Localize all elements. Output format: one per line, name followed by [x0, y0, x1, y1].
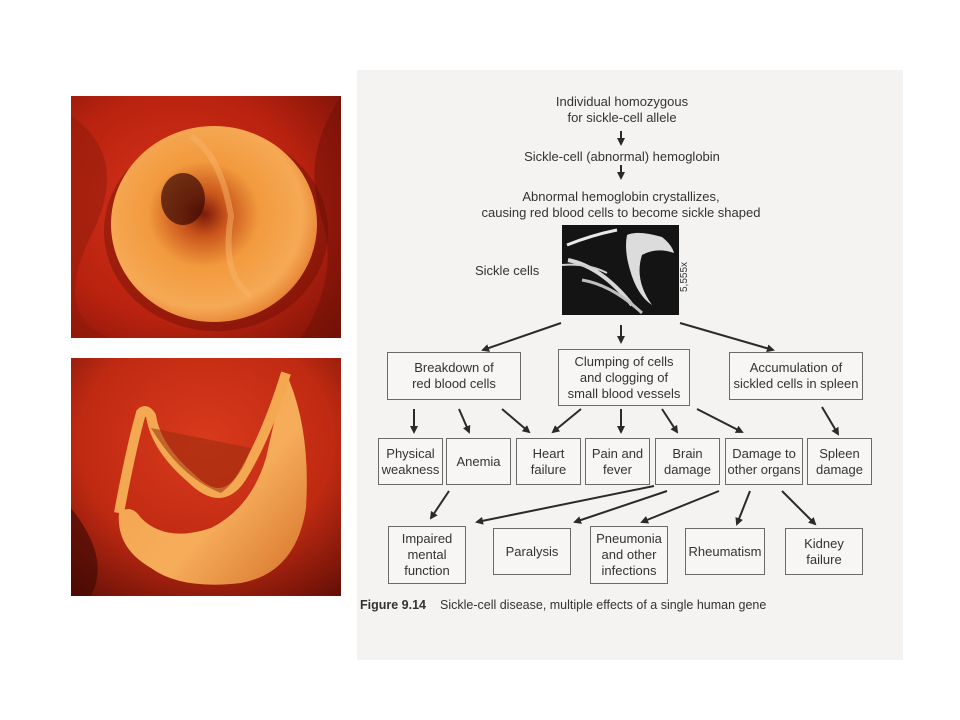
arrow-breakdown-anemia — [458, 408, 471, 434]
box-clumping-cells: Clumping of cells and clogging of small … — [558, 349, 690, 406]
arrow-organs-rheumatism — [735, 490, 751, 526]
arrow-brain-mental — [475, 485, 655, 525]
arrow-accumulation-spleen — [821, 406, 840, 436]
arrow-sickle-accumulation — [679, 322, 775, 353]
figure-caption: Figure 9.14 Sickle-cell disease, multiple… — [360, 598, 766, 612]
flow-step-abnormal-hemoglobin: Sickle-cell (abnormal) hemoglobin — [524, 149, 720, 164]
arrow-clumping-heart — [551, 408, 582, 434]
sickle-cells-micrograph — [562, 225, 679, 315]
box-anemia: Anemia — [446, 438, 511, 485]
box-damage-other-organs: Damage to other organs — [725, 438, 803, 485]
figure-number: Figure 9.14 — [360, 598, 426, 612]
box-pneumonia-infections: Pneumonia and other infections — [590, 526, 668, 584]
arrow-organs-pneumonia — [640, 490, 720, 524]
box-physical-weakness: Physical weakness — [378, 438, 443, 485]
normal-red-blood-cell-photo — [71, 96, 341, 338]
box-kidney-failure: Kidney failure — [785, 528, 863, 575]
arrow-organs-kidney — [781, 490, 817, 526]
arrow-clumping-organs — [696, 408, 744, 433]
box-heart-failure: Heart failure — [516, 438, 581, 485]
arrow-anemia-mental — [429, 490, 450, 520]
arrow-clumping-brain — [661, 408, 679, 434]
box-breakdown-red-blood-cells: Breakdown of red blood cells — [387, 352, 521, 400]
box-accumulation-spleen: Accumulation of sickled cells in spleen — [729, 352, 863, 400]
box-rheumatism: Rheumatism — [685, 528, 765, 575]
sickle-cells-label: Sickle cells — [475, 263, 540, 278]
box-pain-and-fever: Pain and fever — [585, 438, 650, 485]
magnification-label: 5,555x — [679, 261, 690, 292]
arrow-sickle-breakdown — [481, 322, 562, 352]
sickle-cell-photo — [71, 358, 341, 596]
flow-step-crystallizes: Abnormal hemoglobin crystallizes, causin… — [481, 189, 761, 220]
sickle-cell-flowchart: Individual homozygous for sickle-cell al… — [357, 70, 903, 660]
arrow-brain-paralysis — [573, 490, 668, 524]
box-brain-damage: Brain damage — [655, 438, 720, 485]
box-spleen-damage: Spleen damage — [807, 438, 872, 485]
figure-caption-text: Sickle-cell disease, multiple effects of… — [440, 598, 767, 612]
box-paralysis: Paralysis — [493, 528, 571, 575]
flow-step-homozygous: Individual homozygous for sickle-cell al… — [555, 94, 689, 125]
arrow-breakdown-heart — [501, 408, 531, 434]
box-impaired-mental-function: Impaired mental function — [388, 526, 466, 584]
